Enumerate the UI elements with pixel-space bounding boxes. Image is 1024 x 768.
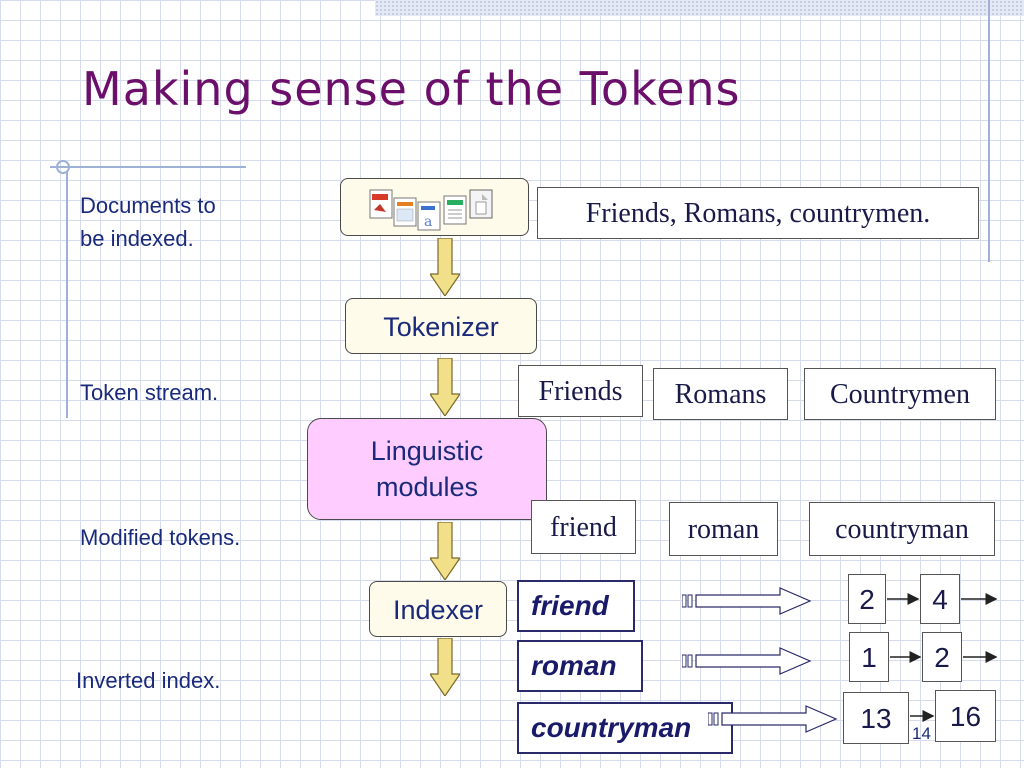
- posting-roman-1: 1: [849, 632, 889, 682]
- posting-friend-1: 2: [848, 574, 886, 624]
- page-number: 14: [912, 724, 931, 743]
- modified-token-countryman: countryman: [809, 502, 995, 556]
- down-arrow-2: [430, 358, 460, 416]
- decorative-ring: [56, 160, 70, 174]
- modified-token-friend: friend: [531, 500, 636, 554]
- tokenizer-box: Tokenizer: [345, 298, 537, 354]
- posting-friend-2: 4: [920, 574, 960, 624]
- down-arrow-4: [430, 638, 460, 696]
- label-documents: Documents to be indexed.: [80, 189, 216, 255]
- label-modified-tokens: Modified tokens.: [80, 525, 241, 550]
- document-text-box: Friends, Romans, countrymen.: [537, 187, 979, 239]
- token-countrymen: Countrymen: [804, 368, 996, 420]
- posting-roman-2: 2: [922, 632, 962, 682]
- decorative-left-line: [66, 172, 68, 418]
- decorative-right-line: [988, 0, 990, 262]
- slide-title: Making sense of the Tokens: [82, 62, 741, 116]
- token-romans: Romans: [653, 368, 788, 420]
- linguistic-modules-box: Linguistic modules: [307, 418, 547, 520]
- spreadsheet-document-icon: [393, 197, 417, 227]
- label-token-stream: Token stream.: [80, 380, 219, 405]
- decorative-top-bar: [375, 0, 1024, 16]
- index-term-roman: roman: [517, 640, 643, 692]
- index-term-countryman: countryman: [517, 702, 733, 754]
- linguistic-modules-line-2: modules: [375, 472, 479, 502]
- posting-countryman-2: 16: [935, 690, 996, 742]
- down-arrow-1: [430, 238, 460, 296]
- label-documents-line-2: be indexed.: [80, 226, 194, 251]
- index-term-friend: friend: [517, 580, 635, 632]
- posting-countryman-1: 13: [843, 692, 909, 744]
- document-icons: a: [369, 189, 493, 231]
- linguistic-modules-line-1: Linguistic: [370, 436, 484, 466]
- label-inverted-index: Inverted index.: [76, 668, 221, 693]
- pdf-document-icon: [369, 189, 393, 219]
- word-document-icon: [443, 195, 467, 225]
- decorative-top-rule: [50, 166, 246, 168]
- block-arrow-countryman: [708, 705, 838, 733]
- block-arrow-roman: [682, 647, 812, 675]
- label-documents-line-1: Documents to: [80, 193, 216, 218]
- down-arrow-3: [430, 522, 460, 580]
- svg-text:a: a: [424, 214, 432, 230]
- token-friends: Friends: [518, 365, 643, 417]
- indexer-box: Indexer: [369, 581, 507, 637]
- modified-token-roman: roman: [669, 502, 778, 556]
- generic-document-icon: [469, 189, 493, 219]
- block-arrow-friend: [682, 587, 812, 615]
- text-document-icon: a: [417, 201, 441, 231]
